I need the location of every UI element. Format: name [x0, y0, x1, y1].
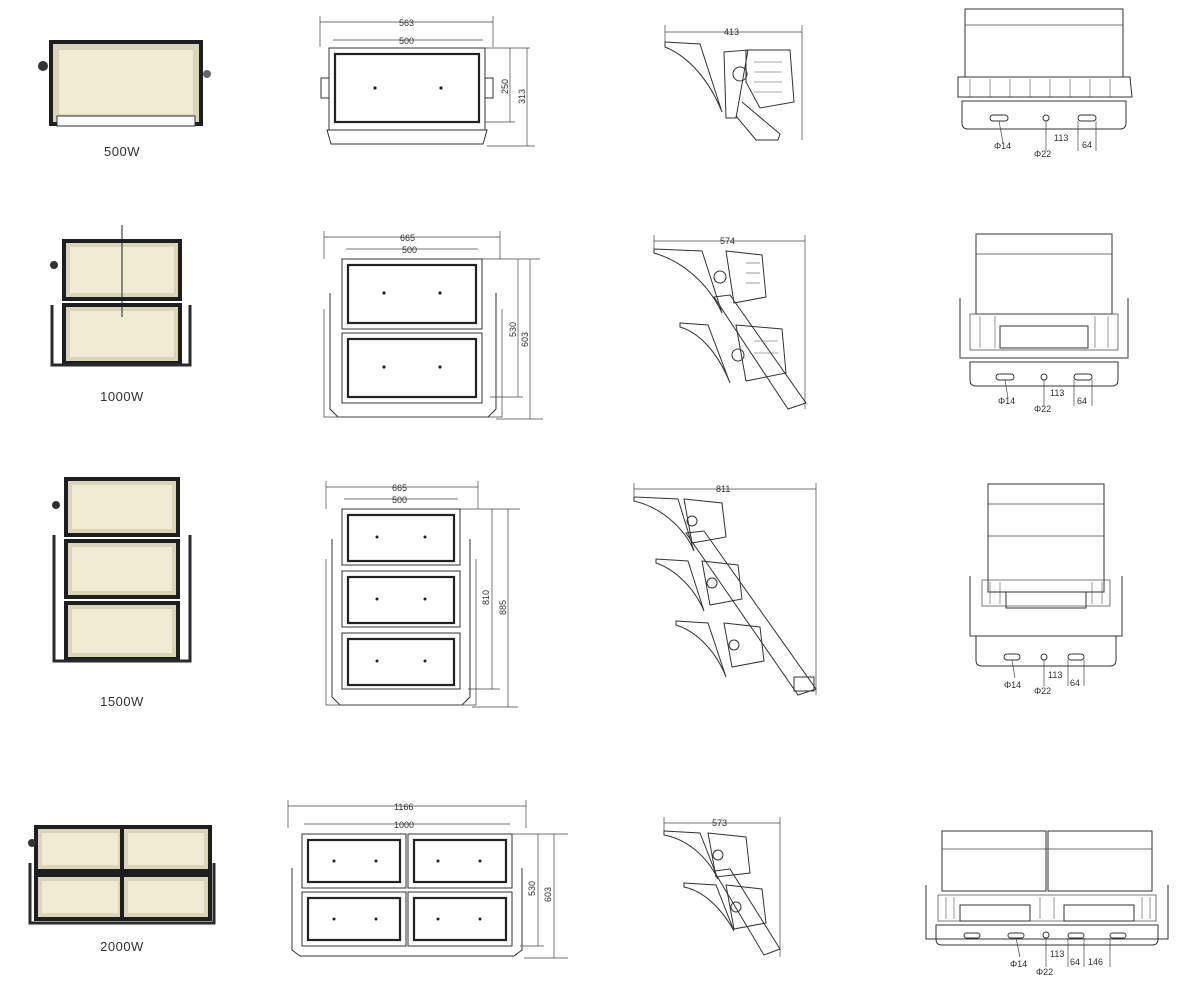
dim-panel-height: 810	[481, 590, 491, 605]
dim-outer: 665	[400, 233, 415, 243]
hole-a-label: Φ14	[998, 396, 1015, 406]
hole-a-label: Φ14	[994, 141, 1011, 151]
model-label: 1500W	[100, 694, 144, 709]
product-photo-2000w	[26, 823, 216, 928]
model-label: 500W	[104, 144, 140, 159]
front-view-drawing: 1166 1000 530 603	[282, 798, 572, 963]
hole-a-label: Φ14	[1004, 680, 1021, 690]
dim-inner: 500	[402, 245, 417, 255]
product-photo-1500w	[40, 475, 200, 670]
dim-c-label: 146	[1088, 957, 1103, 967]
floodlight-photo	[52, 477, 192, 663]
side-view-drawing: 573	[660, 815, 790, 960]
hole-b-label: Φ22	[1034, 149, 1051, 159]
product-photo-500w	[35, 38, 215, 133]
dim-panel-height: 250	[500, 79, 510, 94]
side-view-drawing: 811	[630, 481, 822, 699]
front-view-drawing: 563 500 250 313	[315, 12, 545, 152]
hole-b-label: Φ22	[1034, 404, 1051, 414]
dim-a-label: 113	[1048, 670, 1062, 680]
dim-b-label: 64	[1070, 678, 1080, 688]
front-view-drawing: 665 500 530 603	[318, 229, 548, 424]
model-label: 1000W	[100, 389, 144, 404]
dim-inner: 1000	[394, 820, 414, 830]
dim-total-height: 603	[520, 332, 530, 347]
dim-b-label: 64	[1070, 957, 1080, 967]
dim-panel-height: 530	[508, 322, 518, 337]
back-view-drawing: Φ14 Φ22 113 64	[950, 5, 1150, 165]
back-view-drawing: Φ14 Φ22 113 64	[950, 230, 1150, 420]
dim-outer: 1166	[394, 802, 413, 812]
dim-a-label: 113	[1050, 388, 1064, 398]
dim-depth: 574	[720, 236, 735, 246]
dim-inner: 500	[399, 36, 414, 46]
hole-a-label: Φ14	[1010, 959, 1027, 969]
dim-total-height: 603	[543, 887, 553, 902]
dim-a-label: 113	[1054, 133, 1068, 143]
dim-a-label: 113	[1050, 949, 1064, 959]
dim-total-height: 885	[498, 600, 508, 615]
floodlight-photo	[38, 40, 211, 127]
dim-b-label: 64	[1077, 396, 1087, 406]
dim-depth: 811	[716, 484, 730, 494]
dim-depth: 573	[712, 818, 727, 828]
product-photo-1000w	[40, 225, 200, 380]
hole-b-label: Φ22	[1034, 686, 1051, 696]
back-view-drawing: Φ14 Φ22 113 64 146	[920, 827, 1170, 982]
hole-b-label: Φ22	[1036, 967, 1053, 977]
side-view-drawing: 413	[660, 22, 810, 147]
side-view-drawing: 574	[650, 233, 810, 413]
dim-outer: 563	[399, 18, 414, 28]
front-view-drawing: 665 500 810 885	[322, 479, 532, 711]
floodlight-photo	[28, 825, 216, 925]
dim-outer: 665	[392, 483, 407, 493]
dim-panel-height: 530	[527, 881, 537, 896]
model-label: 2000W	[100, 939, 144, 954]
floodlight-photo	[50, 225, 192, 367]
dim-b-label: 64	[1082, 140, 1092, 150]
dim-inner: 500	[392, 495, 407, 505]
back-view-drawing: Φ14 Φ22 113 64	[960, 480, 1140, 700]
dim-total-height: 313	[517, 89, 527, 104]
dim-depth: 413	[724, 27, 739, 37]
